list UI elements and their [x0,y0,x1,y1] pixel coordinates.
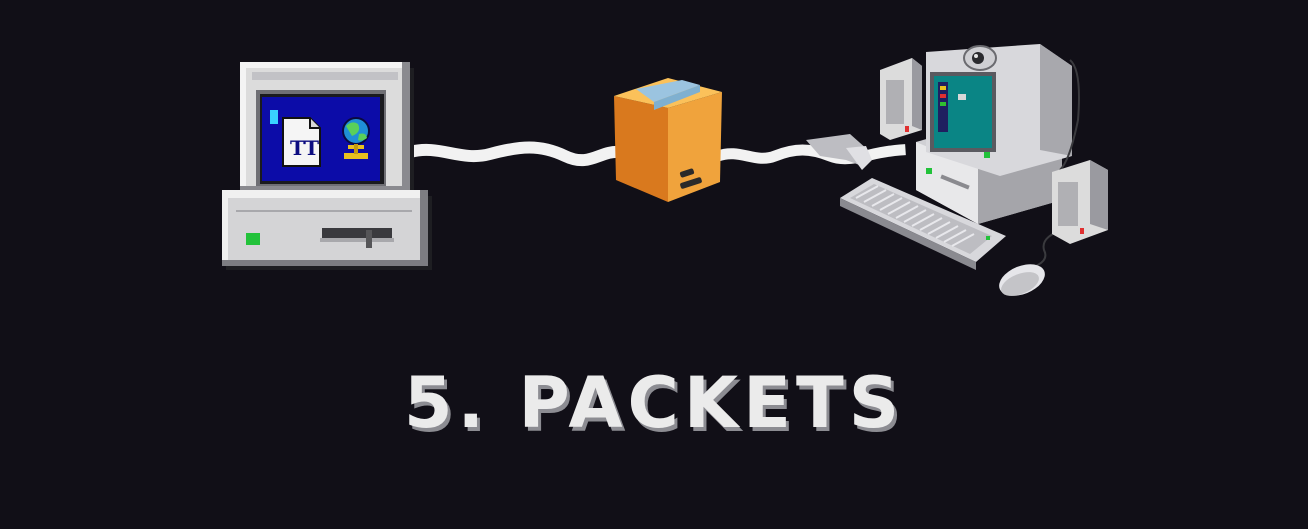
mouse [999,264,1045,296]
workstation-computer-icon [806,44,1108,296]
font-file-glyph: TT [290,136,319,160]
slide-title: 5. PACKETS [403,362,905,444]
left-speaker [880,58,922,140]
network-cable-left [402,141,627,167]
package-box-icon [614,78,722,202]
retro-desktop-computer-icon: TT [222,62,432,270]
power-led [246,233,260,245]
network-illustration: TT [222,44,1108,296]
keyboard [840,178,1006,270]
globe-icon [342,117,370,159]
webcam [963,45,997,71]
right-speaker [1052,160,1108,244]
network-cable-right [710,144,906,165]
font-file-icon: TT [282,117,321,167]
